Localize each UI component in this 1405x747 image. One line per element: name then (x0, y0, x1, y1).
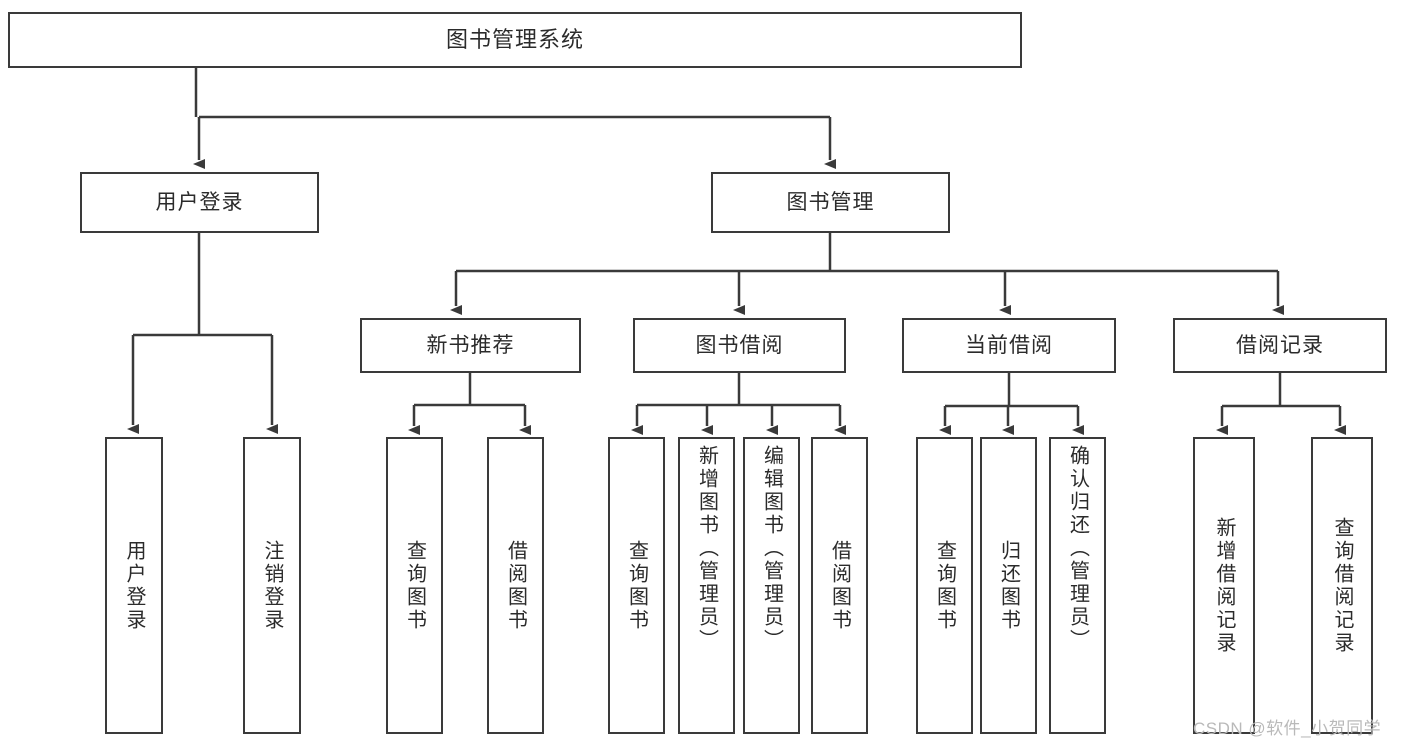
csdn-watermark: CSDN @软件_小贺同学 (1193, 719, 1382, 738)
node-label: 用户登录 (155, 190, 244, 214)
node-label: 借阅记录 (1236, 333, 1324, 357)
leaf-label: 借阅图书 (504, 539, 527, 632)
node-label: 图书借阅 (695, 333, 784, 357)
leaf-query-book-cb[interactable]: 查询图书 (916, 437, 973, 734)
node-label: 图书管理 (786, 190, 875, 214)
leaf-confirm-return-admin[interactable]: 确认归还（管理员） (1049, 437, 1106, 734)
leaf-edit-book-admin[interactable]: 编辑图书（管理员） (743, 437, 800, 734)
node-label: 图书管理系统 (445, 26, 584, 52)
node-book-borrow[interactable]: 图书借阅 (633, 318, 846, 373)
leaf-label: 注销登录 (261, 539, 283, 632)
node-user-login[interactable]: 用户登录 (80, 172, 319, 233)
leaf-label: 查询借阅记录 (1331, 516, 1353, 655)
node-current-borrow[interactable]: 当前借阅 (902, 318, 1116, 373)
node-label: 当前借阅 (965, 333, 1053, 357)
leaf-label: 借阅图书 (828, 539, 851, 632)
leaf-label: 查询图书 (403, 539, 426, 632)
leaf-label: 新增图书（管理员） (695, 445, 718, 652)
node-label: 新书推荐 (426, 333, 515, 357)
leaf-borrow-book-bb[interactable]: 借阅图书 (811, 437, 868, 734)
leaf-label: 新增借阅记录 (1213, 516, 1235, 655)
leaf-label: 用户登录 (123, 539, 145, 632)
leaf-return-book[interactable]: 归还图书 (980, 437, 1037, 734)
leaf-add-borrow-record[interactable]: 新增借阅记录 (1193, 437, 1255, 734)
node-borrow-records[interactable]: 借阅记录 (1173, 318, 1387, 373)
leaf-label: 查询图书 (625, 539, 648, 632)
leaf-add-book-admin[interactable]: 新增图书（管理员） (678, 437, 735, 734)
leaf-logout[interactable]: 注销登录 (243, 437, 301, 734)
leaf-label: 归还图书 (997, 539, 1020, 632)
node-root-book-management-system[interactable]: 图书管理系统 (8, 12, 1022, 68)
leaf-label: 确认归还（管理员） (1066, 445, 1089, 652)
leaf-query-book-bb[interactable]: 查询图书 (608, 437, 665, 734)
leaf-user-login[interactable]: 用户登录 (105, 437, 163, 734)
node-new-book-recommend[interactable]: 新书推荐 (360, 318, 581, 373)
leaf-label: 查询图书 (933, 539, 956, 632)
leaf-borrow-book-nb[interactable]: 借阅图书 (487, 437, 544, 734)
leaf-label: 编辑图书（管理员） (760, 445, 783, 652)
node-book-management[interactable]: 图书管理 (711, 172, 950, 233)
leaf-query-borrow-record[interactable]: 查询借阅记录 (1311, 437, 1373, 734)
leaf-query-book-nb[interactable]: 查询图书 (386, 437, 443, 734)
